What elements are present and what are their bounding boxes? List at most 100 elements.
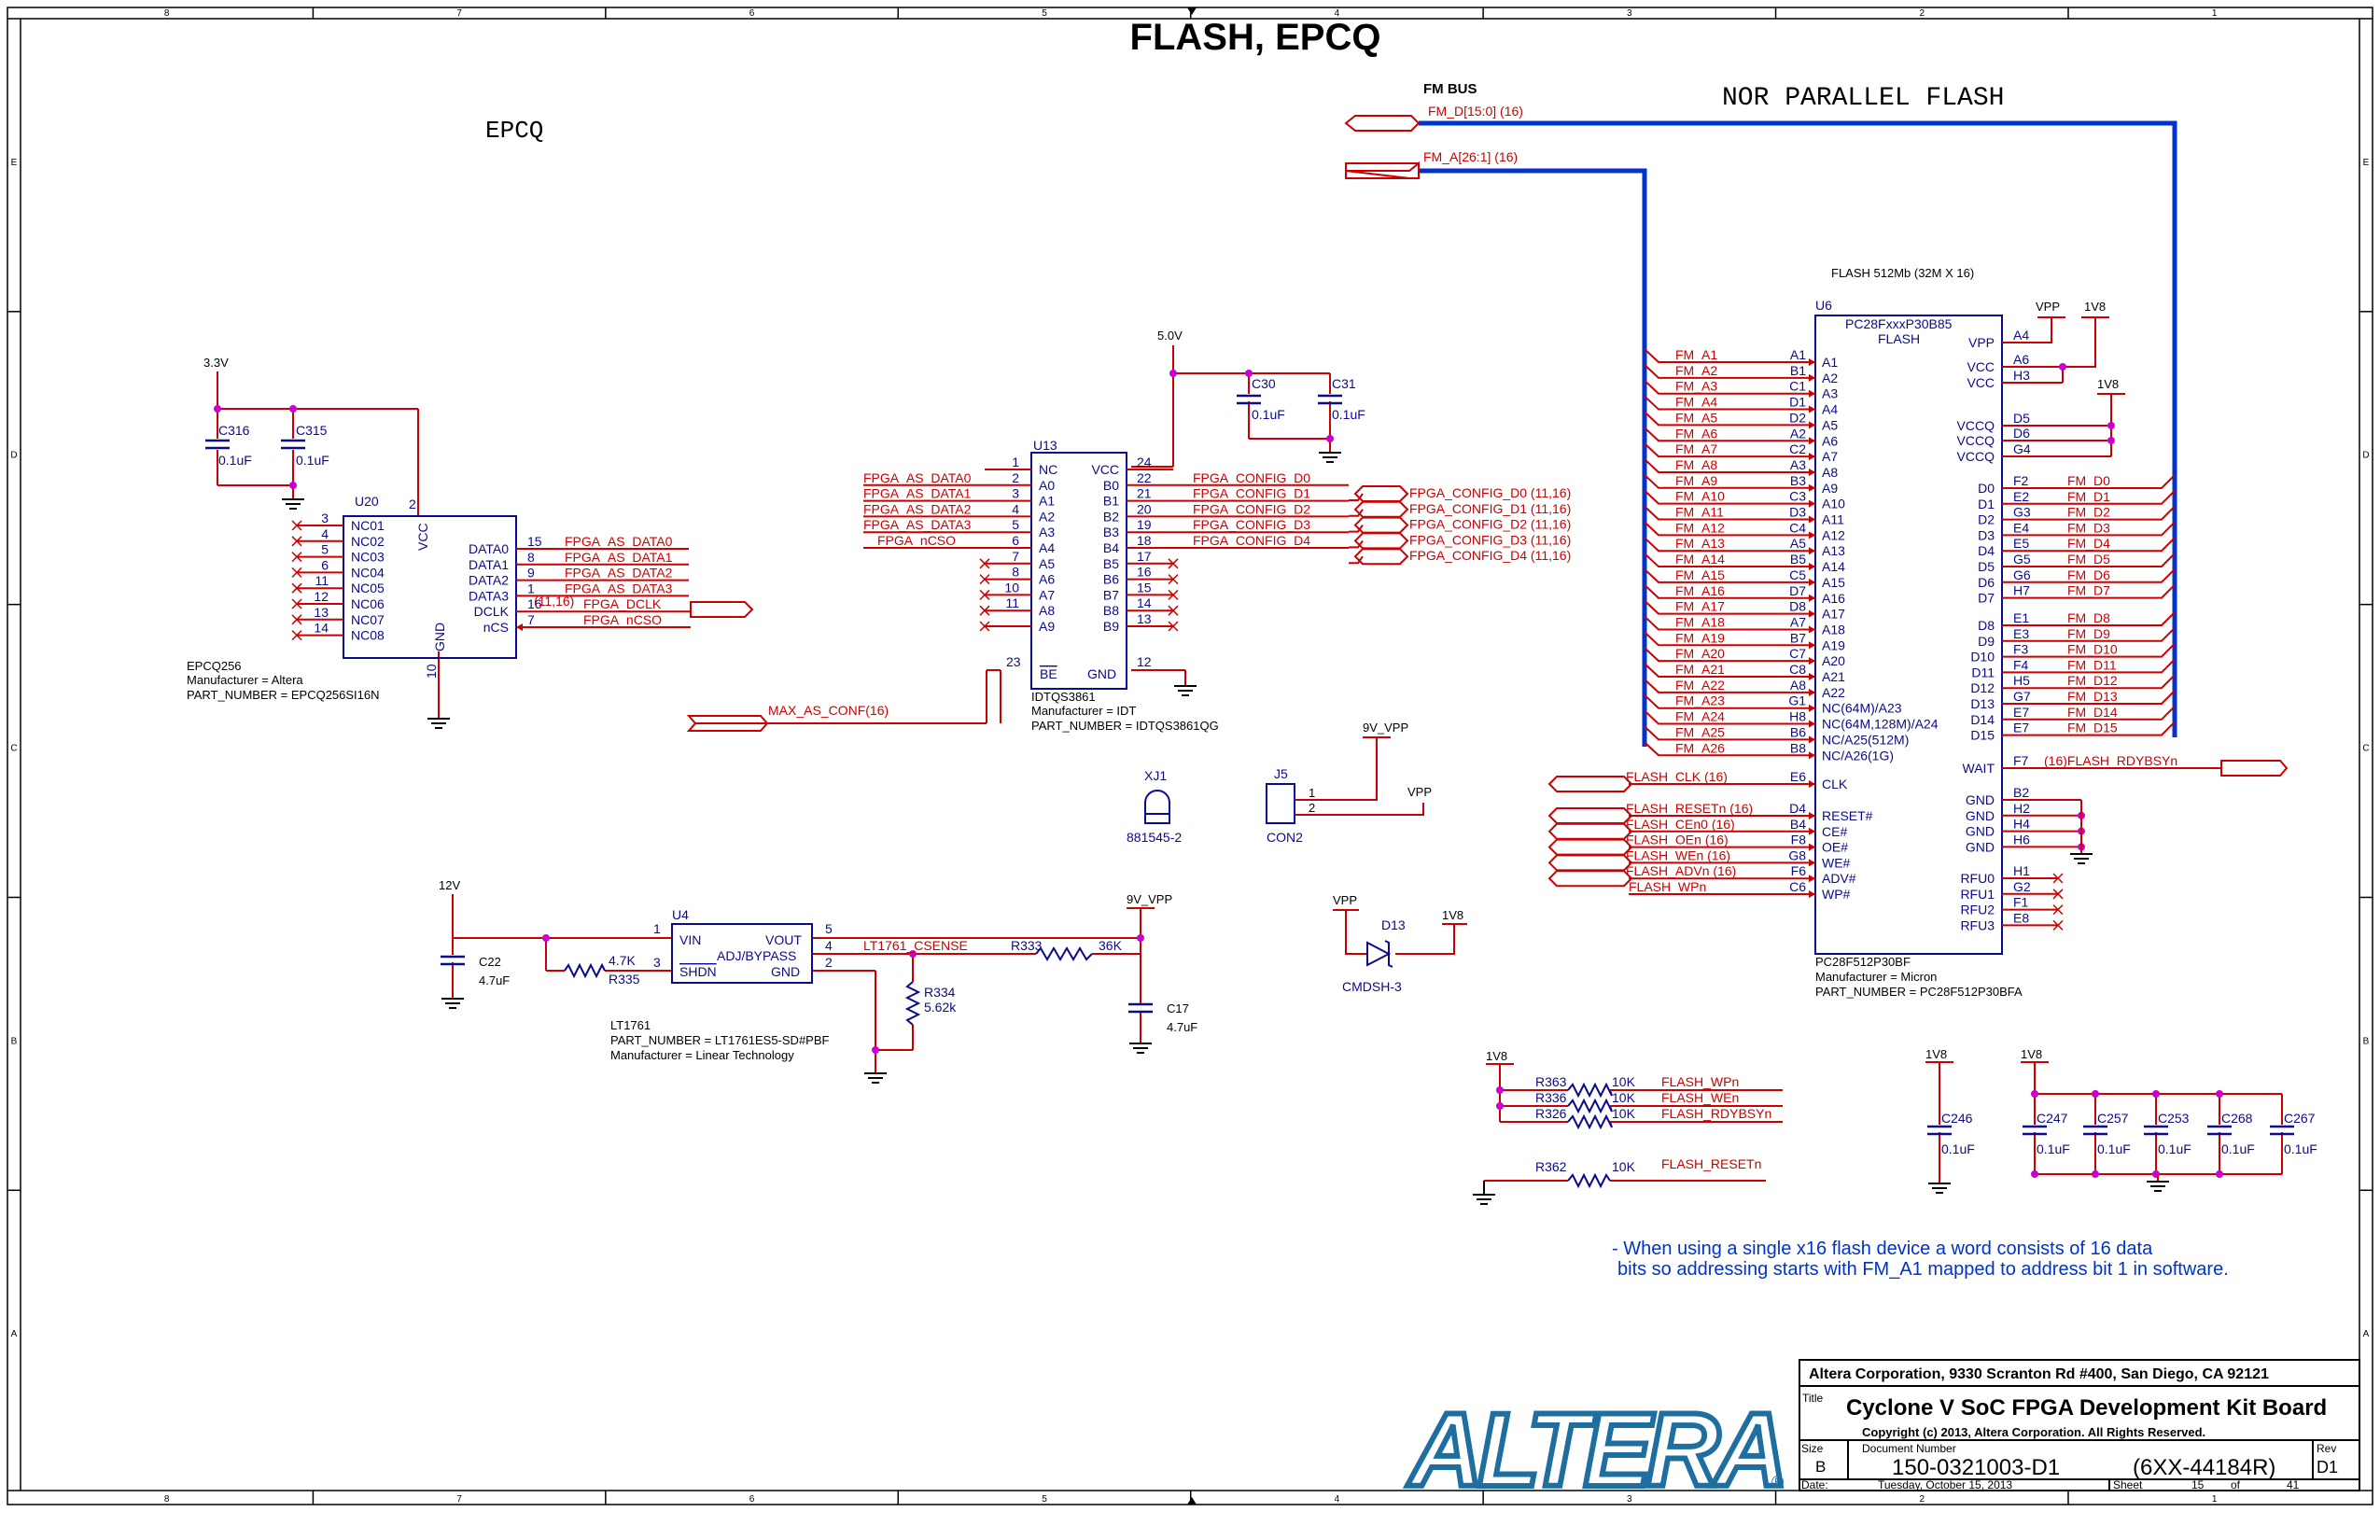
u13-net-label: FPGA_AS_DATA0 (863, 470, 972, 485)
u6-ctrl-ball: F6 (1791, 863, 1807, 878)
u6-addr-pin: A19 (1822, 637, 1845, 652)
u6-data-wire (2002, 474, 2176, 489)
u6-addr-ball: A1 (1790, 347, 1806, 362)
pin-arrow (1809, 843, 1815, 851)
u6-addr-ball: B7 (1790, 630, 1806, 645)
u6-ctrl-port (1547, 807, 1633, 824)
u6-addr-net: FM_A15 (1675, 567, 1725, 582)
u6-gnd-pin: GND (1966, 839, 1995, 854)
pullup-net: FLASH_WPn (1661, 1074, 1739, 1089)
u6-addr-ball: C4 (1789, 520, 1806, 535)
u6-rfu-ball: G2 (2013, 879, 2031, 894)
u6-data-ball: E2 (2013, 489, 2029, 504)
u6-addr-ball: B1 (1790, 363, 1806, 378)
pin-arrow (1809, 625, 1815, 634)
u13-pin-num: 19 (1137, 517, 1152, 532)
border-col-label: 4 (1335, 8, 1340, 19)
pullup-val: 10K (1612, 1074, 1636, 1089)
pin-arrow (1809, 704, 1815, 712)
docnum-2: (6XX-44184R) (2133, 1455, 2275, 1480)
u13-offpage-wire (1349, 539, 1364, 549)
pin-arrow (1809, 751, 1815, 760)
size-value: B (1815, 1458, 1826, 1476)
max-as-conf-port (686, 715, 769, 732)
u4-section: 12V (439, 878, 1197, 1084)
pin-arrow (1809, 389, 1815, 398)
u6-data-wire (2002, 553, 2176, 567)
u6-addr-net: FM_A3 (1675, 379, 1717, 394)
ground-symbol (1174, 452, 1341, 696)
u6-addr-net: FM_A5 (1675, 410, 1717, 425)
title-block: Altera Corporation, 9330 Scranton Rd #40… (1404, 1359, 2360, 1511)
u6-data-ball: G3 (2013, 505, 2031, 520)
no-connect-mark (1168, 589, 1179, 600)
u20-pin-name: NC07 (351, 612, 385, 627)
u6-gnd-ball: H6 (2013, 832, 2030, 847)
no-connect-mark (979, 589, 990, 600)
pin-arrow (1809, 547, 1815, 555)
copyright: Copyright (c) 2013, Altera Corporation. … (1862, 1425, 2205, 1439)
resistor-symbol (1567, 1098, 1613, 1114)
c17-ref: C17 (1167, 1001, 1189, 1015)
date-value: Tuesday, October 15, 2013 (1878, 1478, 2012, 1491)
c17-val: 4.7uF (1167, 1020, 1197, 1034)
u4-vout: VOUT (765, 932, 802, 947)
u6-rfu-pin: RFU0 (1960, 871, 1995, 886)
u6-data-net: FM_D6 (2067, 567, 2110, 582)
u4-adj: ADJ/BYPASS (717, 948, 796, 963)
u6-ctrl-ball: G8 (1788, 847, 1806, 862)
u6-data-net: FM_D0 (2067, 473, 2110, 488)
u20-pin-name: NC04 (351, 565, 385, 580)
border-col-label: 1 (2212, 8, 2218, 19)
u6-addr-ball: H8 (1789, 709, 1806, 724)
u13-pin-name: A1 (1039, 494, 1055, 509)
epcq-manufacturer: Manufacturer = Altera (187, 673, 303, 687)
u6-addr-pin: A16 (1822, 591, 1845, 606)
u4-ref: U4 (672, 907, 689, 922)
pin-arrow (1809, 483, 1815, 492)
u13-gnd-name: GND (1087, 666, 1116, 681)
border-col-label: 5 (1042, 1494, 1047, 1505)
u4-adj-num: 4 (825, 938, 833, 953)
r362-val: 10K (1612, 1159, 1636, 1174)
u6-addr-pin: A18 (1822, 622, 1845, 637)
title-label: Title (1802, 1392, 1824, 1405)
u13-offpage-wire (1349, 525, 1364, 533)
u6-data-pin: D0 (1978, 481, 1995, 496)
no-connect-mark (979, 574, 990, 585)
u20-vcc-num: 2 (409, 497, 416, 511)
u6-data-net: FM_D5 (2067, 552, 2110, 567)
border-row-label: B (11, 1036, 18, 1046)
pin-arrow (1809, 563, 1815, 571)
u13-pin-name: B8 (1103, 603, 1119, 618)
pin-arrow (1809, 531, 1815, 539)
border-col-label: 3 (1627, 1494, 1632, 1505)
epcq-part: EPCQ256 (187, 659, 242, 673)
pin-arrow (1809, 641, 1815, 650)
u6-addr-pin: A13 (1822, 543, 1845, 558)
u13-offpage-label: FPGA_CONFIG_D2 (11,16) (1409, 517, 1571, 532)
c22-ref: C22 (479, 955, 501, 969)
u6-ctrl-port (1547, 822, 1633, 840)
u4-part: LT1761 (610, 1018, 651, 1032)
border-col-label: 8 (164, 8, 170, 19)
u4-out-net: 9V_VPP (1127, 892, 1172, 906)
u6-pwr-ball: D5 (2013, 411, 2030, 426)
pin-arrow (1809, 827, 1815, 835)
pullup-ref: R326 (1535, 1106, 1567, 1121)
u13-pin-name: B2 (1103, 509, 1119, 524)
u6-ctrl-net: FLASH_RESETn (16) (1626, 801, 1753, 816)
u20-pin-name: DATA2 (469, 573, 509, 588)
no-connect-mark (291, 552, 302, 563)
u6-data-pin: D11 (1971, 665, 1995, 679)
no-connect-mark (979, 605, 990, 616)
u13-pin-num: 20 (1137, 501, 1152, 516)
u6-addr-wire (1644, 679, 1815, 693)
decap-val: 0.1uF (2037, 1141, 2070, 1156)
c315-val: 0.1uF (296, 453, 329, 468)
u13-be-name: BE (1040, 666, 1057, 681)
page-title: FLASH, EPCQ (1130, 17, 1381, 58)
u13-pin-name: A9 (1039, 619, 1055, 634)
u13-gnd-num: 12 (1137, 654, 1152, 669)
